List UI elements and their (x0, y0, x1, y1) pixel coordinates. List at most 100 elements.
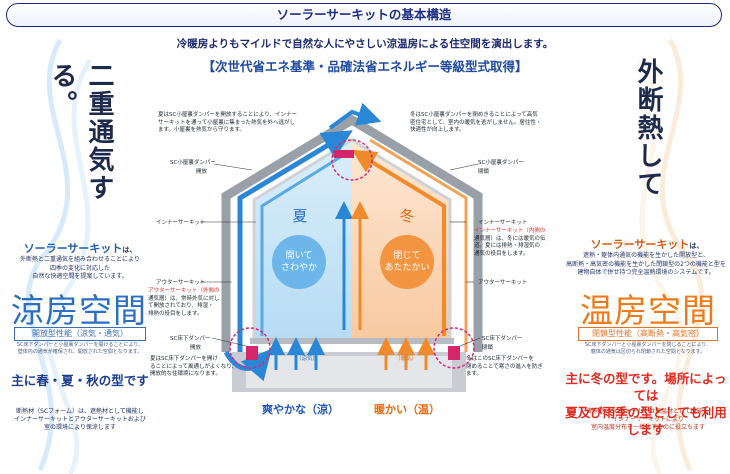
floor-damper-right (448, 346, 460, 360)
summer-state: 開いて さわやか (272, 250, 326, 274)
outer-circuit-desc: アウターサーキット（外側の 通気層）は、常時外気に対し て開放されており、排湿・… (148, 288, 236, 318)
annotation-floor-winter: 冬はこのSC床下ダンパーを 閉めることで寒さの進入を防ぎ ます。 (466, 356, 566, 379)
inner-desc-line: インナーサーキット（内側の (474, 228, 546, 234)
right-intro: 遮熱・躯体内通気の機能を生かした開放型と、 高断熱・高気密の機能を生かした閉鎖型… (562, 252, 730, 278)
right-brand-suffix: は、 (689, 242, 704, 250)
attic-damper-left-state: 開放 (196, 169, 208, 175)
left-intro-line: 四季の変化に対応した (49, 264, 110, 272)
annot-line: 密住宅として、室内の暖気を逃がしません。居住性・ (410, 119, 542, 126)
attic-damper-highlight (331, 139, 373, 181)
warm-air-label: （暖気） (395, 356, 418, 362)
left-detail-line: SC床下ダンパーと小屋裏ダンパーを開けることにより、 (16, 342, 144, 348)
floor-slab (250, 338, 454, 344)
left-intro: 外断熱と二重通気を組み合わせることにより 四季の変化に対応した 自然な快適空間を… (4, 256, 156, 282)
inner-circuit-desc: インナーサーキット（内側の 通気層）は、冬には暖気の伝 道。夏には排熱・排湿気の… (474, 228, 564, 258)
outer-desc-line: 通気層）は、常時外気に対し (148, 295, 220, 302)
cool-air-label: （涼気） (296, 356, 319, 362)
winter-outer-flow (369, 138, 468, 352)
left-note-line: インナーサーキットとアウターサーキットおよび (14, 416, 146, 423)
right-season: 主に冬の型です。場所によっては 夏及び雨季の型としても利用します (562, 370, 730, 438)
outer-wall (221, 114, 483, 352)
floor-damper-left (246, 346, 258, 360)
annot-line: 開放的な住環境になります。 (150, 371, 221, 377)
right-detail-line: SC床下ダンパーと小屋裏ダンパーを閉じることにより、 (584, 342, 712, 348)
bottom-winter-label: 暖かい（温） (374, 403, 440, 416)
summer-exhaust-flow (328, 102, 382, 130)
page-title: ソーラーサーキットの基本構造 (6, 3, 722, 27)
right-intro-line: 建物自体で併せ持つ完全温熱環境のシステムです。 (577, 269, 715, 276)
summer-underfloor-flow (223, 348, 272, 382)
floor-damper-right-label: SC床下ダンパー (482, 336, 523, 342)
floor-damper-right-highlight (433, 327, 475, 369)
winter-state-line: 閉じて (393, 251, 421, 261)
annot-line: 冬はこのSC床下ダンパーを (466, 356, 534, 362)
left-note-line: 断熱材（SCフォーム）は、遮熱材として機能し (16, 408, 144, 415)
left-intro-line: 外断熱と二重通気を組み合わせることにより (20, 256, 140, 263)
annot-line: 夏はSC床下ダンパーを開け (150, 356, 218, 362)
annotation-attic-summer: 夏はSC小屋裏ダンパーを開放することにより、インナー サーキットを通って小屋裏に… (158, 112, 328, 135)
outer-circuit-left-label: アウターサーキット (156, 280, 206, 286)
annot-line: サーキットを通って小屋裏に集まった熱気を外へ逃がし (158, 119, 296, 126)
crawl-space (246, 356, 452, 388)
right-pill: 閉鎖型性能（高断熱・高気密） (578, 327, 718, 341)
floor-damper-right-state: 閉鎖 (482, 345, 494, 351)
left-vertical-heading: 二重通気する。 (47, 62, 114, 202)
summer-label: 夏 (292, 207, 308, 225)
right-note-line: 断熱材（SCフォーム）は保温材として機能し (587, 408, 709, 415)
right-brand: ソーラーサーキットは、 (572, 236, 722, 252)
annot-line: 冬はSC小屋裏ダンパーを閉めきることによって高気 (410, 112, 538, 118)
left-brand-name: ソーラーサーキット (23, 242, 123, 255)
bottom-summer-label: 爽やかな（涼） (262, 403, 339, 416)
summer-state-line: 開いて (285, 251, 313, 261)
left-note-line: 室の環境により保涼します (44, 424, 116, 431)
left-detail: SC床下ダンパーと小屋裏ダンパーを開けることにより、 壁体内の通気が確保され、開… (0, 342, 160, 356)
annot-line: 閉めることで寒さの進入を防ぎ (466, 363, 543, 370)
winter-state-circle (380, 235, 434, 289)
left-detail-line: 壁体内の通気が確保され、開放された空間となります。 (17, 349, 143, 355)
right-vertical-heading: 外断熱して (633, 58, 663, 198)
summer-state-line: さわやか (280, 263, 317, 273)
annot-line: 快適性が向上します。 (410, 127, 465, 133)
right-big-title: 温房空間 (580, 291, 716, 330)
right-season-line: 夏及び雨季の型としても利用します (565, 405, 727, 437)
right-season-line: 主に冬の型です。場所によっては (565, 371, 727, 403)
subtitle: 冷暖房よりもマイルドで自然な人にやさしい涼温房による住空間を演出します。 (176, 38, 554, 50)
certification-banner: 【次世代省エネ基準・品確法省エネルギー等級型式取得】 (202, 59, 528, 74)
right-intro-line: 遮熱・躯体内通気の機能を生かした開放型と、 (583, 252, 709, 259)
outer-desc-line: 排熱の役目をします。 (148, 310, 203, 317)
annot-line: ます。 (466, 371, 482, 377)
outer-desc-line: アウターサーキット（外側の (148, 288, 220, 294)
annot-line: ることによって風通しがよくなり、 (150, 363, 238, 370)
right-note: 断熱材（SCフォーム）は保温材として機能し インナーサーキットにより 室内温度分… (566, 408, 730, 432)
annotation-floor-summer: 夏はSC床下ダンパーを開け ることによって風通しがよくなり、 開放的な住環境にな… (150, 356, 250, 379)
left-note: 断熱材（SCフォーム）は、遮熱材として機能し インナーサーキットとアウターサーキ… (0, 408, 160, 432)
winter-inner-flow (351, 149, 446, 336)
summer-outer-flow (237, 130, 353, 352)
right-note-line: インナーサーキットにより (612, 416, 684, 423)
attic-damper-right-state: 閉鎖 (478, 169, 490, 175)
attic-damper-right-label: SC小屋裏ダンパー (478, 160, 524, 166)
inner-circuit-left-label: インナーサーキット (156, 220, 206, 226)
outer-circuit-right-label: アウターサーキット (478, 280, 528, 286)
annotation-attic-winter: 冬はSC小屋裏ダンパーを閉めきることによって高気 密住宅として、室内の暖気を逃が… (410, 112, 570, 135)
winter-state: 閉じて あたたかい (380, 250, 434, 274)
left-season: 主に春・夏・秋の型です (11, 373, 149, 388)
summer-state-circle (272, 235, 326, 289)
inner-desc-line: 道。夏には排熱・排湿気の (474, 243, 541, 249)
left-intro-line: 自然な快適空間を提案しています。 (32, 273, 128, 280)
winter-state-line: あたたかい (384, 263, 430, 273)
floor-damper-left-state: 開放 (190, 345, 202, 351)
left-big-title: 涼房空間 (11, 291, 147, 330)
right-detail-line: 躯体の通気は区切られ閉鎖された空間となります。 (590, 349, 706, 355)
winter-label: 冬 (399, 207, 415, 225)
attic-damper-left-label: SC小屋裏ダンパー (170, 160, 216, 166)
left-brand-suffix: は、 (122, 246, 137, 254)
floor-damper-left-highlight (229, 327, 271, 369)
right-brand-name: ソーラーサーキット (590, 238, 690, 251)
inner-desc-line: 通気層）は、冬には暖気の伝 (474, 235, 546, 242)
outer-desc-line: て開放されており、排湿・ (148, 303, 214, 309)
left-pill: 開放型性能（涼気・通気） (14, 327, 146, 341)
left-brand: ソーラーサーキットは、 (10, 240, 150, 256)
